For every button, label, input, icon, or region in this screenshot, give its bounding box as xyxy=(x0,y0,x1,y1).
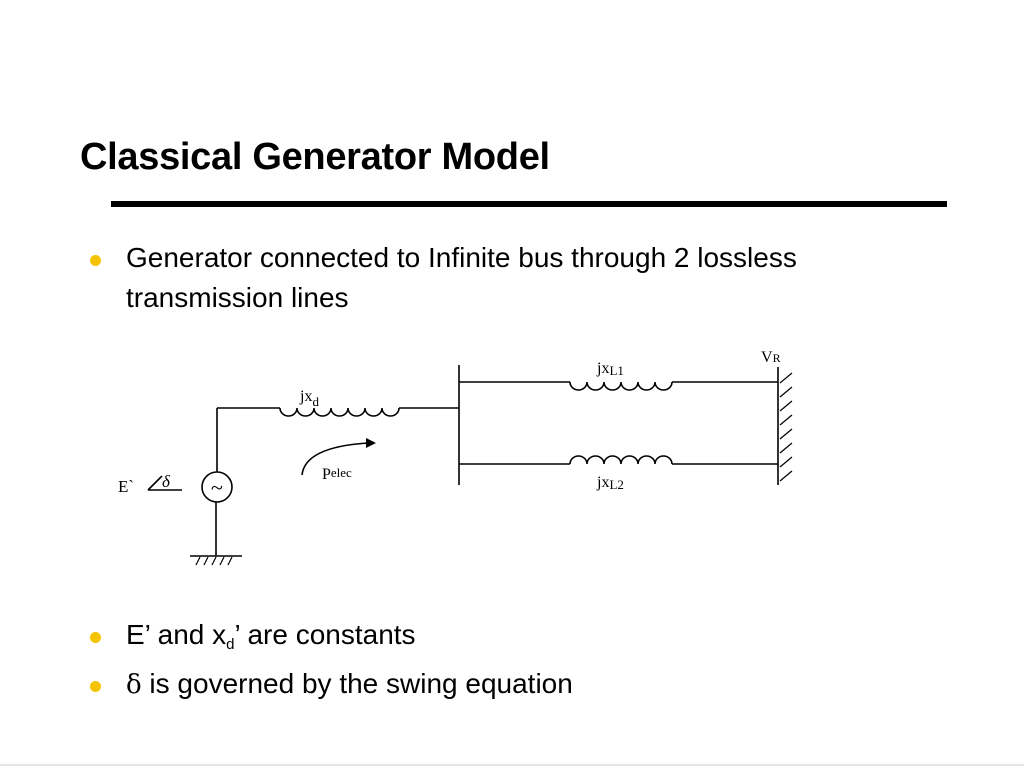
generator-reactance-label: jxd xyxy=(299,388,319,409)
bullet-item-3: δ is governed by the swing equation xyxy=(90,664,573,705)
line1-coil xyxy=(569,381,673,391)
bullet-text: is governed by the swing equation xyxy=(141,668,573,699)
line2-coil xyxy=(569,455,673,465)
bullet-item-2: E’ and xd’ are constants xyxy=(90,615,416,665)
power-flow-arrow xyxy=(301,442,369,476)
bus-voltage-label: VR xyxy=(761,349,781,366)
line1-reactance-label: jxL1 xyxy=(596,360,624,378)
bullet-dot-icon xyxy=(90,255,101,266)
bullet-text: Generator connected to Infinite bus thro… xyxy=(126,242,797,313)
title-underline xyxy=(111,201,947,207)
infinite-bus-hatch xyxy=(779,372,793,482)
angle-symbol-slant xyxy=(147,475,163,491)
circuit-diagram: ~ E` δ jxd Pelec jxL1 jxL2 VR xyxy=(118,349,793,566)
slide-title: Classical Generator Model xyxy=(80,136,550,178)
bullet-text-post: ’ are constants xyxy=(234,619,416,650)
line2-reactance-label: jxL2 xyxy=(596,474,624,492)
power-flow-arrowhead xyxy=(366,438,376,448)
source-angle-label: δ xyxy=(162,472,171,491)
delta-symbol: δ xyxy=(126,670,142,700)
generator-reactance-coil xyxy=(279,407,400,417)
bullet-dot-icon xyxy=(90,681,101,692)
source-voltage-label: E` xyxy=(118,477,134,496)
ground-hatch xyxy=(195,556,233,566)
bullet-item-1: Generator connected to Infinite bus thro… xyxy=(90,238,866,318)
slide-bottom-border xyxy=(0,764,1024,766)
source-sine-icon: ~ xyxy=(211,475,223,500)
power-flow-label: Pelec xyxy=(322,465,352,483)
bullet-text-pre: E’ and x xyxy=(126,619,227,650)
bullet-dot-icon xyxy=(90,632,101,643)
bullet-text-subscript: d xyxy=(226,636,235,653)
